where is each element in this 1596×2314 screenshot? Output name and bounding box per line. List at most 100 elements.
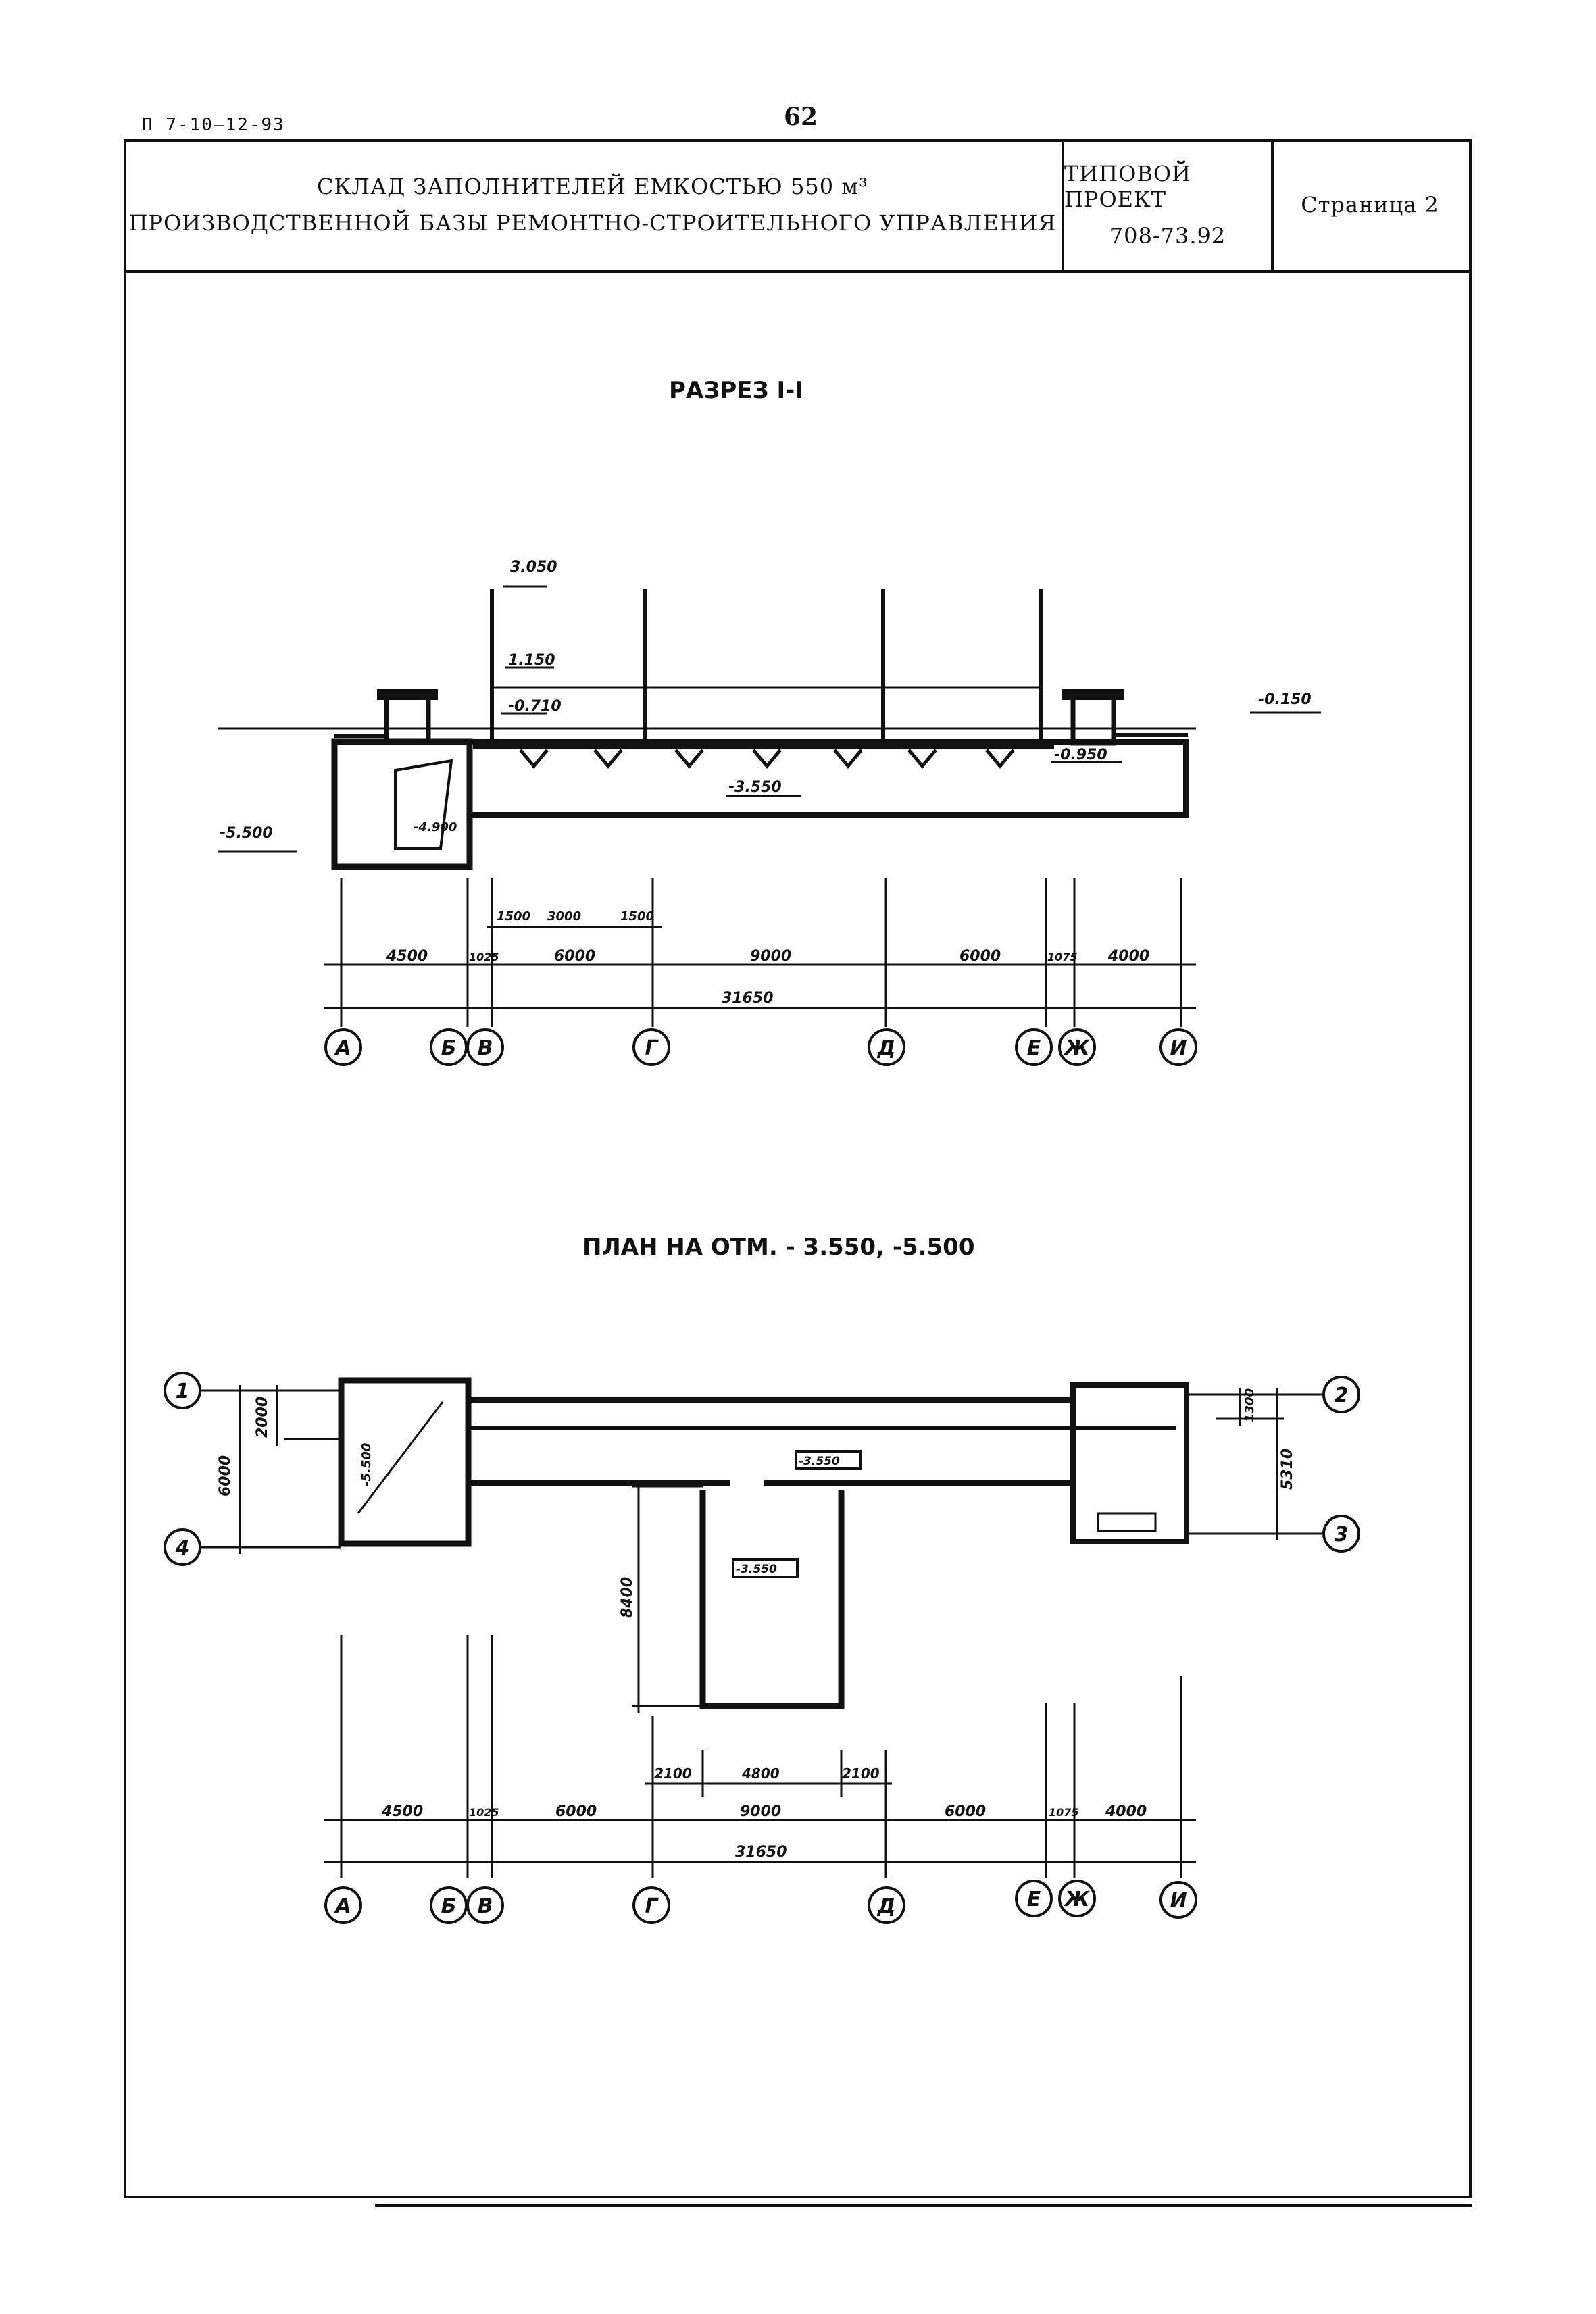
title-cell: СКЛАД ЗАПОЛНИТЕЛЕЙ ЕМКОСТЬЮ 550 м³ ПРОИЗ… xyxy=(124,139,1064,270)
axis-label-i: И xyxy=(1170,1889,1187,1913)
axis-bubble-e xyxy=(1015,1028,1053,1066)
dim-label: 4500 xyxy=(381,1803,423,1820)
axis-bubble-a xyxy=(324,1886,362,1924)
plan-stair xyxy=(1097,1512,1157,1532)
axis-bubble-v xyxy=(466,1028,504,1066)
plan-level-tag xyxy=(732,1558,799,1578)
hopper xyxy=(833,749,863,769)
dim-label: 2100 xyxy=(654,1765,692,1782)
axis-label-1: 1 xyxy=(176,1380,190,1403)
project-number: 708-73.92 xyxy=(1109,223,1226,249)
level-tag-label: -3.550 xyxy=(799,1455,840,1468)
dim-label: 4500 xyxy=(386,948,428,965)
dim-label: 6000 xyxy=(554,948,595,965)
elev-label: -5.500 xyxy=(220,825,273,842)
plan-labels: 1 4 2 3 6000 2000 1300 5310 8400 -5.500 … xyxy=(175,1380,1349,1918)
axis-bubble-v xyxy=(466,1886,504,1924)
dim-label: 9000 xyxy=(750,948,791,965)
plan-tunnel xyxy=(699,1490,845,1709)
axis-bubble-zh xyxy=(1058,1028,1096,1066)
vertical-dim-label: 8400 xyxy=(619,1577,636,1618)
plan-diagonal xyxy=(357,1401,444,1514)
axis-label-v: В xyxy=(478,1894,493,1918)
dim-label: 1075 xyxy=(1049,1806,1079,1819)
axis-label-d: Д xyxy=(877,1036,896,1060)
plan-drawing xyxy=(164,1372,1360,1924)
elev-label: -3.550 xyxy=(728,779,782,796)
hopper xyxy=(752,749,782,769)
section-dimension-lines xyxy=(324,878,1196,1027)
elev-label: -4.900 xyxy=(414,820,457,834)
left-dim-label: 6000 xyxy=(217,1455,234,1496)
axis-bubble-g xyxy=(632,1028,670,1066)
dim-label: 4000 xyxy=(1107,948,1149,965)
axis-label-zh: Ж xyxy=(1064,1036,1091,1060)
plan-axis-letters: А Б В Г Д Е Ж И xyxy=(334,1888,1187,1918)
axis-label-a: А xyxy=(334,1036,351,1060)
axis-label-3: 3 xyxy=(1335,1523,1349,1546)
plan-title: ПЛАН НА ОТМ. - 3.550, -5.500 xyxy=(582,1234,975,1261)
elev-label: -0.150 xyxy=(1258,691,1312,708)
axis-label-zh: Ж xyxy=(1064,1888,1091,1911)
title-line-1: СКЛАД ЗАПОЛНИТЕЛЕЙ ЕМКОСТЬЮ 550 м³ xyxy=(317,174,868,199)
plan-row-axes xyxy=(164,1372,1360,1713)
dim-label: 2100 xyxy=(842,1765,880,1782)
elev-label: -0.710 xyxy=(508,698,562,715)
elevation-markers xyxy=(218,585,1321,853)
axis-label-e: Е xyxy=(1027,1888,1041,1911)
right-dim-label: 1300 xyxy=(1243,1388,1257,1422)
axis-label-b: Б xyxy=(441,1036,457,1060)
dim-label: 3000 xyxy=(547,909,581,924)
left-shaft xyxy=(384,692,431,745)
axis-label-d: Д xyxy=(877,1894,896,1918)
section-drawing xyxy=(218,585,1321,1066)
axis-bubble-zh xyxy=(1058,1880,1096,1917)
hoppers xyxy=(519,749,1015,769)
right-dim-label: 5310 xyxy=(1279,1449,1296,1490)
elev-label: -0.950 xyxy=(1054,747,1107,763)
dim-label: 1075 xyxy=(1047,951,1078,963)
axis-label-b: Б xyxy=(441,1894,457,1918)
right-shaft-cap xyxy=(1062,689,1124,700)
document-code: П 7-10—12-93 xyxy=(142,115,285,135)
sheet-cell: Страница 2 xyxy=(1274,139,1466,270)
axis-label-2: 2 xyxy=(1335,1384,1349,1407)
axis-label-v: В xyxy=(478,1036,493,1060)
drawing-frame xyxy=(124,139,1472,2198)
gallery xyxy=(467,739,1189,818)
axis-bubble-d xyxy=(868,1028,905,1066)
dim-label: 6000 xyxy=(945,1803,986,1820)
elev-label: 1.150 xyxy=(508,652,555,669)
axis-letters: А Б В Г Д Е Ж И xyxy=(334,1036,1187,1060)
dim-label: 9000 xyxy=(740,1803,781,1820)
hopper xyxy=(907,749,937,769)
dim-label: 4800 xyxy=(741,1765,780,1782)
axis-bubble-d xyxy=(868,1886,905,1924)
axis-label-e: Е xyxy=(1027,1036,1041,1060)
hopper xyxy=(674,749,704,769)
axis-bubble-e xyxy=(1015,1880,1053,1917)
axis-bubble-g xyxy=(632,1886,670,1924)
elev-label: 3.050 xyxy=(510,559,557,576)
plan-left-room xyxy=(338,1377,472,1547)
right-shaft xyxy=(1070,693,1116,746)
level-tag-label: -5.500 xyxy=(359,1443,374,1486)
level-tag-label: -3.550 xyxy=(736,1563,777,1576)
axis-bubble-a xyxy=(324,1028,362,1066)
hopper xyxy=(593,749,623,769)
dim-label: 6000 xyxy=(555,1803,597,1820)
axis-bubble-i xyxy=(1159,1881,1197,1919)
row-axis-numbers: 1 4 2 3 xyxy=(175,1380,1349,1560)
total-dim-label: 31650 xyxy=(735,1844,787,1861)
bottom-rule xyxy=(375,2204,1472,2207)
dim-label: 4000 xyxy=(1105,1803,1147,1820)
project-cell: ТИПОВОЙ ПРОЕКТ 708-73.92 xyxy=(1064,139,1274,270)
plan-right-room xyxy=(1070,1382,1189,1544)
dim-label: 1500 xyxy=(620,909,654,924)
axis-label-i: И xyxy=(1170,1036,1187,1060)
total-dim-label: 31650 xyxy=(722,990,774,1007)
hopper xyxy=(985,749,1015,769)
left-shaft-cap xyxy=(377,689,438,700)
axis-label-g: Г xyxy=(645,1036,659,1060)
